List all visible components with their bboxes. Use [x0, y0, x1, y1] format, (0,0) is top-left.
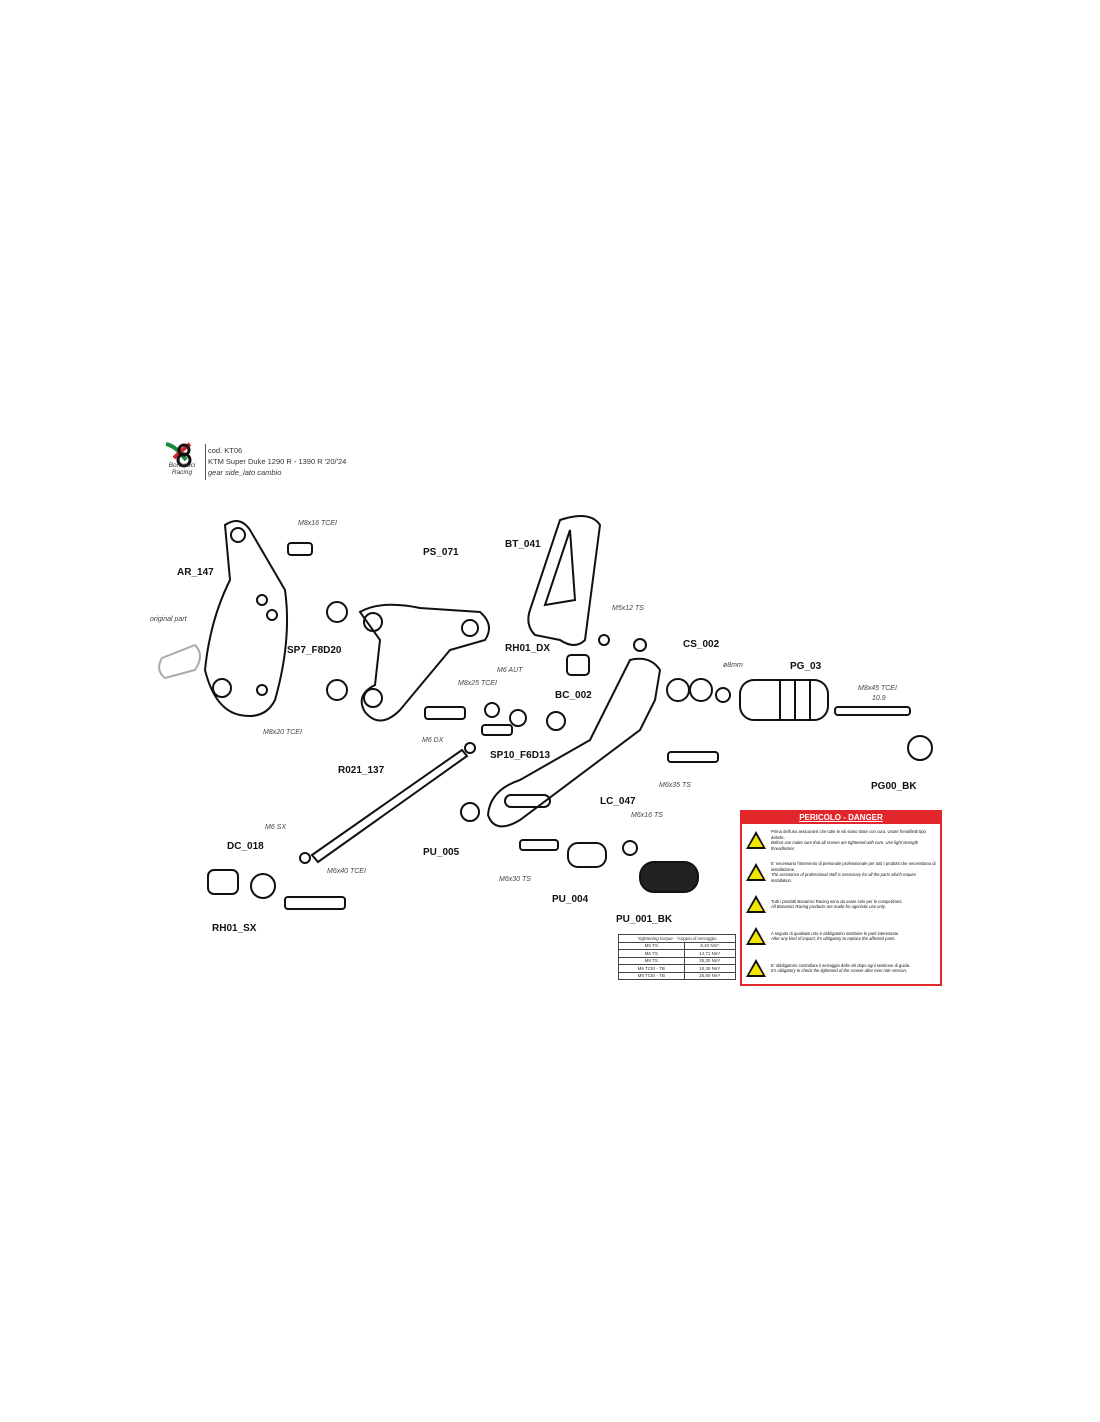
- warning-text-it: E' necessario l'intervento di personale …: [771, 861, 936, 872]
- torque-value: 35,30 Nm*: [683, 956, 736, 965]
- bonamici-racing-logo: [165, 442, 192, 468]
- label-m8x45-grade: 10.9: [872, 695, 886, 702]
- label-rh01-dx: RH01_DX: [505, 643, 551, 654]
- label-m8x20: M8x20 TCEI: [263, 729, 302, 736]
- header-divider: [205, 444, 206, 480]
- warning-item: Tutti i prodotti Bonamici Racing sono da…: [742, 888, 940, 920]
- label-m6-dx: M6 DX: [422, 737, 444, 744]
- part-pg00-bk: [907, 735, 933, 761]
- warning-text-en: It's obligatory to check the tightened o…: [771, 968, 908, 973]
- label-m6-sx: M6 SX: [265, 824, 287, 831]
- label-rh01-sx: RH01_SX: [212, 923, 257, 934]
- warning-text-en: After any kind of impact, it's obligator…: [771, 936, 896, 941]
- torque-table: *tightening torque - *coppia di serraggi…: [618, 934, 736, 980]
- label-lc-047: LC_047: [600, 796, 636, 807]
- label-m6x35: M6x35 TS: [659, 782, 691, 789]
- label-pg-03: PG_03: [790, 661, 822, 672]
- label-dc-018: DC_018: [227, 841, 264, 852]
- torque-value: 25,50 Nm*: [683, 971, 736, 980]
- warning-item: A seguito di qualsiasi urto è obbligator…: [742, 920, 940, 952]
- warning-text-it: Prima dell'uso assicurarsi che tutte le …: [771, 829, 926, 840]
- torque-screw: M6 TS: [618, 949, 685, 958]
- warning-item: E' obbligatorio controllare il serraggio…: [742, 952, 940, 984]
- torque-value: 8,40 Nm*: [683, 941, 736, 950]
- torque-value: 10,30 Nm*: [683, 964, 736, 973]
- part-lc-047: [486, 657, 662, 828]
- label-r021-137: R021_137: [338, 765, 385, 776]
- original-part: [158, 643, 201, 680]
- part-r021-137: [310, 748, 469, 864]
- part-pu-004: [567, 842, 607, 868]
- label-m6x16: M6x16 TS: [631, 812, 663, 819]
- warning-text-en: The assistance of professional staff is …: [771, 872, 917, 883]
- torque-screw: M8 TS: [618, 956, 685, 965]
- part-ar-147: [203, 520, 289, 717]
- warning-icon: [746, 831, 766, 849]
- label-cs-002: CS_002: [683, 639, 720, 650]
- label-sp10-f6d13: SP10_F6D13: [490, 750, 551, 761]
- part-bc-002: [566, 654, 590, 676]
- product-side: gear side_lato cambio: [208, 468, 282, 477]
- product-model: KTM Super Duke 1290 R - 1390 R '20/'24: [208, 457, 347, 466]
- product-code: cod. KT06: [208, 446, 243, 455]
- bolt-m8x16: [287, 542, 313, 556]
- label-m5x12: M5x12 TS: [612, 605, 644, 612]
- warning-text-it: A seguito di qualsiasi urto è obbligator…: [771, 930, 900, 936]
- warning-icon: [746, 895, 766, 913]
- label-m8x45: M8x45 TCEI: [858, 685, 897, 692]
- part-ps-071: [358, 603, 490, 722]
- warning-text-en: Before use make sure that all screws are…: [771, 840, 919, 851]
- warning-text-it: E' obbligatorio controllare il serraggio…: [771, 962, 911, 968]
- label-m6x40: M6x40 TCEI: [327, 868, 366, 875]
- label-original-part: original part: [150, 616, 187, 623]
- label-m6x30: M6x30 TS: [499, 876, 531, 883]
- label-bc-002: BC_002: [555, 690, 592, 701]
- torque-screw: M6 TCEI - TB: [618, 964, 685, 973]
- warning-item: Prima dell'uso assicurarsi che tutte le …: [742, 824, 940, 856]
- label-d8mm: ø8mm: [723, 662, 743, 669]
- danger-title: PERICOLO - DANGER: [742, 812, 940, 824]
- document-header: cod. KT06 KTM Super Duke 1290 R - 1390 R…: [208, 445, 346, 478]
- warning-icon: [746, 927, 766, 945]
- warning-item: E' necessario l'intervento di personale …: [742, 856, 940, 888]
- label-m8x25: M8x25 TCEI: [458, 680, 497, 687]
- label-ps-071: PS_071: [423, 547, 459, 558]
- label-ar-147: AR_147: [177, 567, 214, 578]
- torque-header: *tightening torque - *coppia di serraggi…: [618, 934, 736, 943]
- part-pu-001-bk: [639, 861, 699, 893]
- warning-icon: [746, 863, 766, 881]
- logo-text: Bonamici Racing: [168, 462, 196, 476]
- warning-text-en: All Bonamici Racing products are made fo…: [771, 904, 886, 909]
- label-sp7-f8d20: SP7_F8D20: [287, 645, 342, 656]
- danger-notice: PERICOLO - DANGER Prima dell'uso assicur…: [740, 810, 942, 986]
- label-pu-005: PU_005: [423, 847, 460, 858]
- bolt-m8x25: [424, 706, 466, 720]
- warning-icon: [746, 959, 766, 977]
- label-pu-001-bk: PU_001_BK: [616, 914, 673, 925]
- label-bt-041: BT_041: [505, 539, 541, 550]
- warning-text-it: Tutti i prodotti Bonamici Racing sono da…: [771, 898, 903, 904]
- label-pg00-bk: PG00_BK: [871, 781, 917, 792]
- torque-screw: M5 TS: [618, 941, 685, 950]
- part-bt-041: [527, 515, 602, 646]
- label-m6-aut: M6 AUT: [497, 667, 523, 674]
- torque-value: 14,71 Nm*: [683, 949, 736, 958]
- part-dc-018: [207, 869, 239, 895]
- label-pu-004: PU_004: [552, 894, 589, 905]
- part-pg-03: [739, 679, 829, 721]
- torque-screw: M8 TCEI - TB: [618, 971, 685, 980]
- label-m8x16: M8x16 TCEI: [298, 520, 337, 527]
